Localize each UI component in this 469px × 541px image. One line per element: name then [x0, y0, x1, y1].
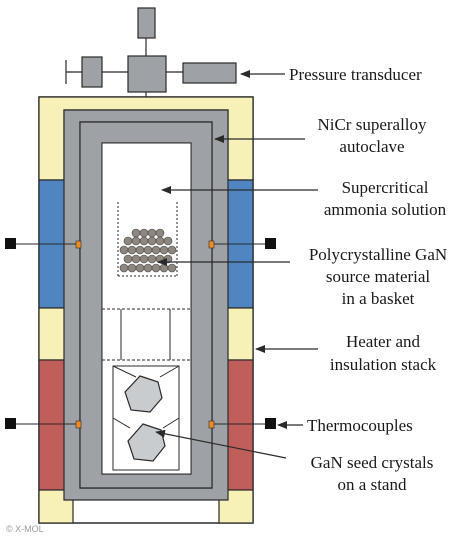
stand-strut-upper-right [159, 365, 180, 378]
thermocouple-terminal-icon [5, 238, 16, 249]
granule [143, 245, 153, 255]
granule [119, 263, 129, 273]
granule [135, 263, 145, 273]
granule [119, 245, 129, 255]
label-autoclave-line2: autoclave [339, 137, 404, 156]
granule [151, 245, 161, 255]
label-autoclave-line1: NiCr superalloy [317, 115, 427, 134]
label-thermocouples: Thermocouples [307, 416, 413, 435]
label-solution-line2: ammonia solution [324, 200, 447, 219]
source-basket [117, 202, 178, 277]
watermark: © X-MOL [6, 524, 44, 534]
gan-source-granule-icon [119, 228, 177, 273]
granule [167, 245, 177, 255]
label-seed-line2: on a stand [338, 475, 407, 494]
label-solution-line1: Supercritical [342, 178, 429, 197]
nicr-autoclave [63, 109, 229, 501]
thermocouple-junction [75, 420, 82, 429]
granule [159, 245, 169, 255]
granule [159, 263, 169, 273]
granule [127, 245, 137, 255]
granule [139, 254, 149, 264]
stand-strut-lower-left [112, 417, 131, 429]
arrow-seed-crystals [155, 429, 287, 459]
label-heater-line2: insulation stack [330, 355, 437, 374]
labels: Pressure transducer NiCr superalloy auto… [6, 65, 447, 534]
transducer-left-valve [81, 56, 103, 88]
thermocouple-junction [208, 420, 215, 429]
granule [151, 263, 161, 273]
thermocouple-junction [75, 240, 82, 249]
label-source-line3: in a basket [342, 289, 415, 308]
granule [123, 236, 133, 246]
granule [147, 236, 157, 246]
granule [167, 263, 177, 273]
pressure-transducer-body [182, 62, 237, 84]
baffle [102, 308, 191, 361]
granule [123, 254, 133, 264]
granule [135, 245, 145, 255]
label-source-line1: Polycrystalline GaN [309, 245, 447, 264]
granule [143, 263, 153, 273]
stand-strut-upper-left [112, 365, 137, 378]
granule [155, 236, 165, 246]
granule [139, 228, 149, 238]
granule [139, 236, 149, 246]
thermocouple-terminal-icon [265, 238, 276, 249]
granule [131, 228, 141, 238]
transducer-top-box [137, 7, 156, 39]
thermocouple-junction [208, 240, 215, 249]
label-source-line2: source material [326, 267, 431, 286]
granule [131, 254, 141, 264]
thermocouples [5, 238, 276, 429]
label-seed-line1: GaN seed crystals [311, 453, 434, 472]
transducer-center-block [127, 55, 167, 93]
thermocouple-terminal-icon [5, 418, 16, 429]
granule [127, 263, 137, 273]
granule [163, 236, 173, 246]
label-heater-line1: Heater and [346, 332, 421, 351]
stand-strut-lower-right [162, 417, 180, 429]
granule [155, 228, 165, 238]
pressure-transducer-assembly [65, 7, 237, 186]
granule [131, 236, 141, 246]
granule [147, 254, 157, 264]
thermocouple-terminal-icon [265, 418, 276, 429]
granule [147, 228, 157, 238]
label-pressure-transducer: Pressure transducer [289, 65, 422, 84]
leader-arrows [155, 70, 318, 459]
gan-seed-crystal-icon [124, 375, 163, 413]
